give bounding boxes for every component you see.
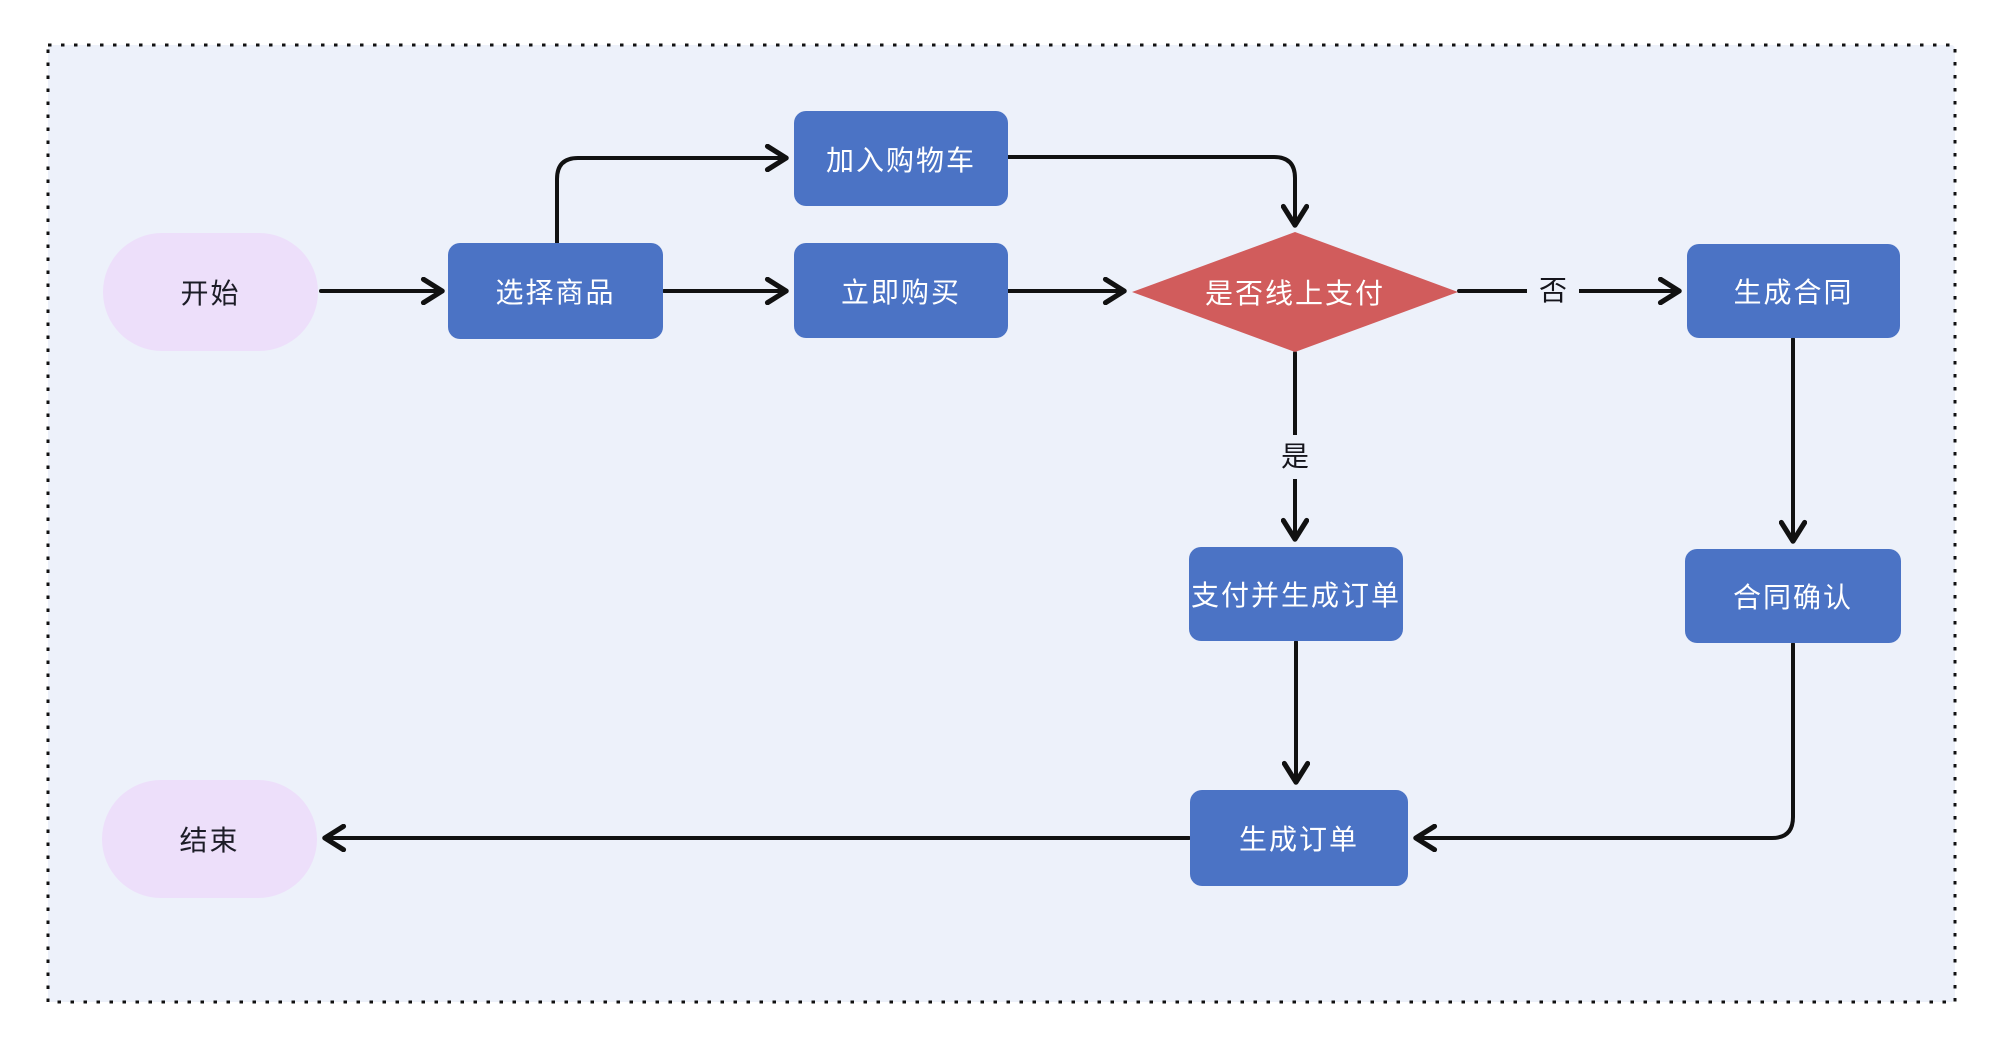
- node-end[interactable]: 结束: [102, 780, 317, 898]
- node-pay-and-generate-order[interactable]: 支付并生成订单: [1189, 547, 1403, 641]
- node-label: 合同确认: [1732, 582, 1853, 613]
- edge-label-yes[interactable]: 是: [1268, 435, 1322, 479]
- node-start[interactable]: 开始: [103, 233, 318, 351]
- node-contract-confirm[interactable]: 合同确认: [1685, 549, 1901, 643]
- node-label: 生成合同: [1733, 277, 1854, 308]
- node-label: 加入购物车: [825, 144, 976, 176]
- node-generate-order[interactable]: 生成订单: [1190, 790, 1408, 886]
- node-buy-now[interactable]: 立即购买: [794, 243, 1008, 338]
- node-label: 开始: [180, 278, 241, 309]
- node-select-product[interactable]: 选择商品: [448, 243, 663, 339]
- node-label: 结束: [179, 825, 240, 856]
- edge-label-no[interactable]: 否: [1526, 269, 1580, 313]
- node-add-to-cart[interactable]: 加入购物车: [794, 111, 1008, 206]
- node-label: 立即购买: [840, 276, 961, 308]
- node-label: 选择商品: [495, 277, 616, 308]
- node-generate-contract[interactable]: 生成合同: [1687, 244, 1900, 338]
- node-label: 是否线上支付: [1204, 278, 1385, 309]
- node-label: 生成订单: [1238, 824, 1359, 855]
- node-label: 支付并生成订单: [1190, 580, 1401, 611]
